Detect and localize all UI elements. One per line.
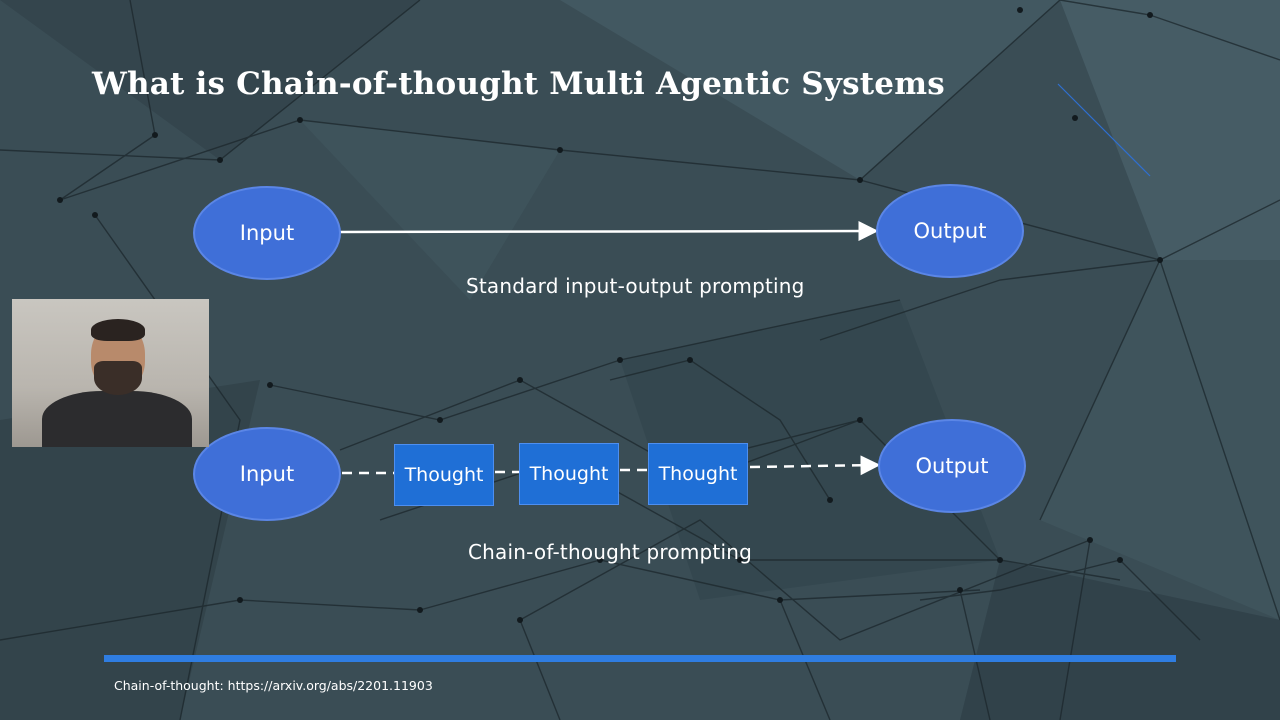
standard-output-label: Output xyxy=(913,219,987,243)
slide-title: What is Chain-of-thought Multi Agentic S… xyxy=(92,66,945,102)
thought-box-2: Thought xyxy=(519,443,619,505)
accent-bar xyxy=(104,655,1176,662)
cot-input-label: Input xyxy=(239,462,295,486)
standard-caption: Standard input-output prompting xyxy=(466,274,805,298)
thought-box-1: Thought xyxy=(394,444,494,506)
reference-footnote: Chain-of-thought: https://arxiv.org/abs/… xyxy=(114,678,433,693)
cot-caption: Chain-of-thought prompting xyxy=(468,540,752,564)
standard-output-node: Output xyxy=(876,184,1024,278)
cot-output-label: Output xyxy=(915,454,989,478)
standard-arrow xyxy=(339,221,879,242)
cot-output-node: Output xyxy=(878,419,1026,513)
presenter-beard xyxy=(94,361,142,395)
thought-box-3-label: Thought xyxy=(658,463,738,485)
standard-input-node: Input xyxy=(193,186,341,280)
thought-box-1-label: Thought xyxy=(404,464,484,486)
presenter-webcam xyxy=(12,299,209,447)
presenter-hair xyxy=(91,319,145,341)
cot-input-node: Input xyxy=(193,427,341,521)
thought-box-3: Thought xyxy=(648,443,748,505)
presenter-body xyxy=(42,391,192,447)
cot-arrow-to-output xyxy=(749,455,881,476)
standard-input-label: Input xyxy=(239,221,295,245)
thought-box-2-label: Thought xyxy=(529,463,609,485)
